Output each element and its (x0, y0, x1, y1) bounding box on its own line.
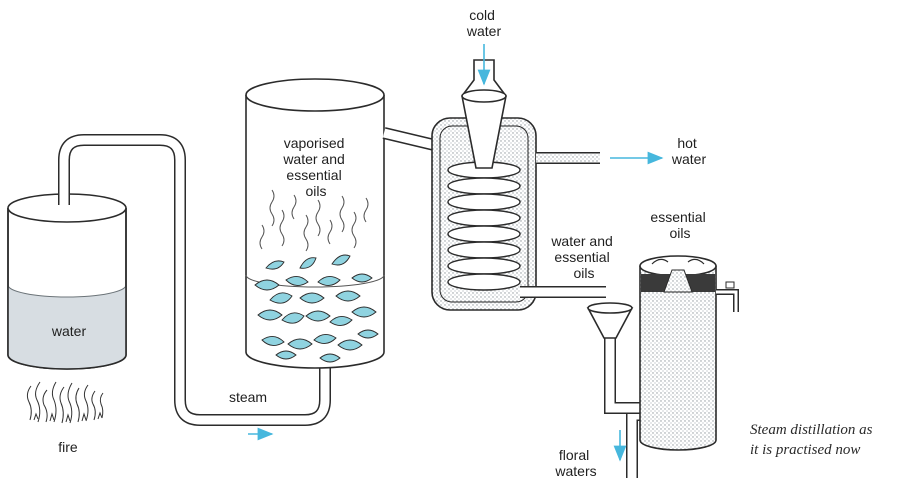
condenser-coil (447, 161, 521, 291)
water-label: water (51, 323, 87, 339)
water-and-oils-label: water and essential oils (550, 233, 616, 281)
cold-water-funnel (461, 59, 507, 169)
cold-water-label: cold water (466, 7, 502, 39)
distillation-vessel (245, 78, 385, 369)
diagram-caption: Steam distillation as it is practised no… (750, 422, 876, 458)
floral-waters-label: floral waters (554, 447, 596, 479)
flow-arrows (248, 44, 664, 462)
steam-label: steam (229, 389, 267, 405)
vapour-wisps (259, 189, 369, 252)
fire-label: fire (58, 439, 78, 455)
steam-pipe (58, 134, 331, 426)
water-tank (7, 193, 127, 370)
fire-icon (26, 381, 104, 424)
vaporised-label: vaporised water and essential oils (282, 135, 348, 199)
essential-oils-label: essential oils (650, 209, 709, 241)
hot-water-label: hot water (671, 135, 707, 167)
separator-vessel (586, 255, 739, 478)
condenser (431, 59, 606, 311)
plant-leaves (254, 254, 379, 363)
